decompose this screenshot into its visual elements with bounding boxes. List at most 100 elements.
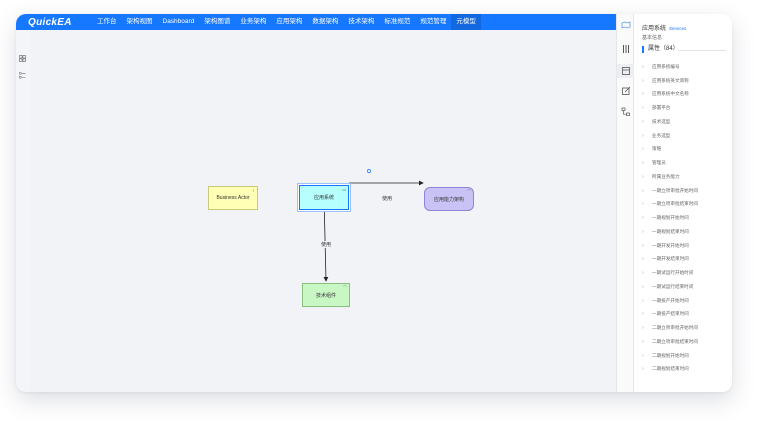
- nav-item[interactable]: 元模型: [451, 14, 481, 30]
- attribute-label: 一期投产结束时间: [652, 311, 689, 317]
- nav-item[interactable]: 标准规范: [384, 18, 411, 25]
- node-label: 应用能力架构: [433, 196, 464, 203]
- attribute-row[interactable]: › 一期立项审批开始时间: [642, 184, 730, 198]
- node-app-capability[interactable]: 应用能力架构 ⌒: [424, 187, 474, 211]
- columns-icon[interactable]: [621, 44, 631, 54]
- diagram-canvas[interactable]: Business Actor ♀ 应用系统 ▭ 应用能力架构 ⌒ 技术组件 ⌒ …: [30, 30, 616, 392]
- attribute-row[interactable]: ›一期立项审批结束时间: [642, 198, 730, 212]
- edge-label[interactable]: 使用: [381, 195, 394, 202]
- nav-item[interactable]: 业务架构: [240, 18, 267, 25]
- chevron-right-icon[interactable]: ›: [642, 270, 644, 277]
- tree-icon[interactable]: [621, 107, 631, 117]
- attribute-label: 一期试运行开始时间: [652, 270, 694, 276]
- attribute-row[interactable]: › 一期投产开始时间: [642, 294, 730, 308]
- attribute-row[interactable]: › 一期开发结束时间: [642, 253, 730, 267]
- nav-item[interactable]: 工作台: [97, 18, 117, 25]
- attribute-row[interactable]: ›二期规划结束时间: [642, 363, 730, 377]
- attribute-row[interactable]: › 一期试运行开始时间: [642, 266, 730, 280]
- attribute-label: 一期开发开始时间: [652, 242, 689, 248]
- base-info-label[interactable]: 基本信息: [642, 35, 663, 41]
- chevron-right-icon[interactable]: ›: [642, 242, 644, 249]
- nav-item[interactable]: 应用架构: [276, 18, 303, 25]
- nav-item[interactable]: 架构视图: [126, 18, 153, 25]
- chevron-right-icon[interactable]: ›: [642, 118, 644, 125]
- attribute-row[interactable]: ›一期规划结束时间: [642, 225, 730, 239]
- attribute-row[interactable]: › 策略: [642, 143, 730, 157]
- attribute-label: 部署平台: [652, 105, 671, 111]
- attribute-row[interactable]: › 一期投产结束时间: [642, 308, 730, 322]
- attribute-label: 二期立项审批结束时间: [652, 338, 698, 344]
- chevron-right-icon[interactable]: ›: [642, 215, 644, 222]
- edge-to-tech[interactable]: [323, 195, 329, 282]
- attribute-row[interactable]: ›应用系统编号: [642, 60, 730, 74]
- node-label: Business Actor: [216, 195, 250, 201]
- chevron-right-icon[interactable]: ›: [642, 338, 644, 345]
- chevron-right-icon[interactable]: ›: [642, 160, 644, 167]
- nav-item[interactable]: 数据架构: [312, 18, 339, 25]
- chevron-right-icon[interactable]: ›: [642, 105, 644, 112]
- map-icon[interactable]: [621, 20, 631, 30]
- chevron-right-icon[interactable]: ›: [642, 256, 644, 263]
- attribute-label: 所属业务能力: [652, 173, 680, 179]
- chevron-right-icon[interactable]: ›: [642, 146, 644, 153]
- node-tech-component[interactable]: 技术组件 ⌒: [302, 283, 350, 307]
- attribute-label: 技术选型: [652, 118, 671, 124]
- chevron-right-icon[interactable]: ›: [642, 366, 644, 373]
- app-logo[interactable]: QuickEA: [28, 16, 72, 28]
- node-business-actor[interactable]: Business Actor ♀: [208, 186, 258, 210]
- chevron-right-icon[interactable]: ›: [642, 63, 644, 70]
- attribute-row[interactable]: › 二期立项审批开始时间: [642, 321, 730, 335]
- attribute-row[interactable]: › 应用系统中文名称: [642, 88, 730, 102]
- connection-handle[interactable]: [367, 169, 371, 173]
- chevron-right-icon[interactable]: ›: [642, 283, 644, 290]
- nav-item[interactable]: 规范管理: [420, 18, 447, 25]
- chevron-right-icon[interactable]: ›: [642, 77, 644, 84]
- chevron-right-icon[interactable]: ›: [642, 352, 644, 359]
- edge-label[interactable]: 使用: [320, 241, 333, 248]
- attribute-row[interactable]: ›管理员: [642, 156, 730, 170]
- nav-item[interactable]: 架构图谱: [204, 18, 231, 25]
- chevron-right-icon[interactable]: ›: [642, 132, 644, 139]
- right-toolbar: [616, 14, 634, 392]
- node-app-system[interactable]: 应用系统 ▭: [299, 185, 349, 210]
- main-menu: 工作台 架构视图 Dashboard 架构图谱 业务架构 应用架构 数据架构 技术架构 标准规范…: [92, 14, 481, 30]
- attribute-label: 一期开发结束时间: [652, 256, 689, 262]
- attribute-label: 一期投产开始时间: [652, 297, 689, 303]
- chevron-right-icon[interactable]: ›: [642, 91, 644, 98]
- attribute-label: 策略: [652, 146, 662, 152]
- attribute-row[interactable]: › 所属业务能力: [642, 170, 730, 184]
- chevron-right-icon[interactable]: ›: [642, 228, 644, 235]
- chevron-right-icon[interactable]: ›: [642, 297, 644, 304]
- attribute-row[interactable]: › 二期立项审批结束时间: [642, 335, 730, 349]
- attribute-row[interactable]: ›业务选型: [642, 129, 730, 143]
- nav-item[interactable]: Dashboard: [162, 18, 195, 25]
- capability-icon: ⌒: [467, 189, 471, 194]
- attribute-row[interactable]: ›一期试运行结束时间: [642, 280, 730, 294]
- chevron-right-icon[interactable]: ›: [642, 325, 644, 332]
- list-icon[interactable]: [19, 72, 26, 79]
- component-icon: ▭: [342, 187, 346, 192]
- attribute-row[interactable]: › 技术选型: [642, 115, 730, 129]
- panel-icon[interactable]: [621, 66, 631, 76]
- node-label: 应用系统: [313, 195, 334, 201]
- chevron-right-icon[interactable]: ›: [642, 311, 644, 318]
- attribute-row[interactable]: › 部署平台: [642, 101, 730, 115]
- edit-icon[interactable]: [621, 86, 631, 96]
- attribute-row[interactable]: ›二期规划开始时间: [642, 349, 730, 363]
- attributes-header[interactable]: 属性（84）: [642, 46, 679, 53]
- attribute-label: 应用系统中文名称: [652, 91, 689, 97]
- grid-icon[interactable]: [19, 55, 26, 62]
- chevron-right-icon[interactable]: ›: [642, 187, 644, 194]
- attribute-label: 应用系统英文简称: [652, 77, 689, 83]
- capability-icon: ⌒: [343, 285, 347, 290]
- attribute-row[interactable]: › 一期开发开始时间: [642, 239, 730, 253]
- diagram-edges: [323, 169, 424, 282]
- chevron-right-icon[interactable]: ›: [642, 201, 644, 208]
- app-window: QuickEA 工作台 架构视图 Dashboard 架构图谱 业务架构 应用架构 数据架构…: [16, 14, 732, 392]
- attribute-row[interactable]: ›一期规划开始时间: [642, 211, 730, 225]
- attribute-label: 一期立项审批开始时间: [652, 187, 698, 193]
- chevron-right-icon[interactable]: ›: [642, 173, 644, 180]
- attribute-row[interactable]: › 应用系统英文简称: [642, 74, 730, 88]
- nav-item[interactable]: 技术架构: [348, 18, 375, 25]
- attribute-label: 二期立项审批开始时间: [652, 325, 698, 331]
